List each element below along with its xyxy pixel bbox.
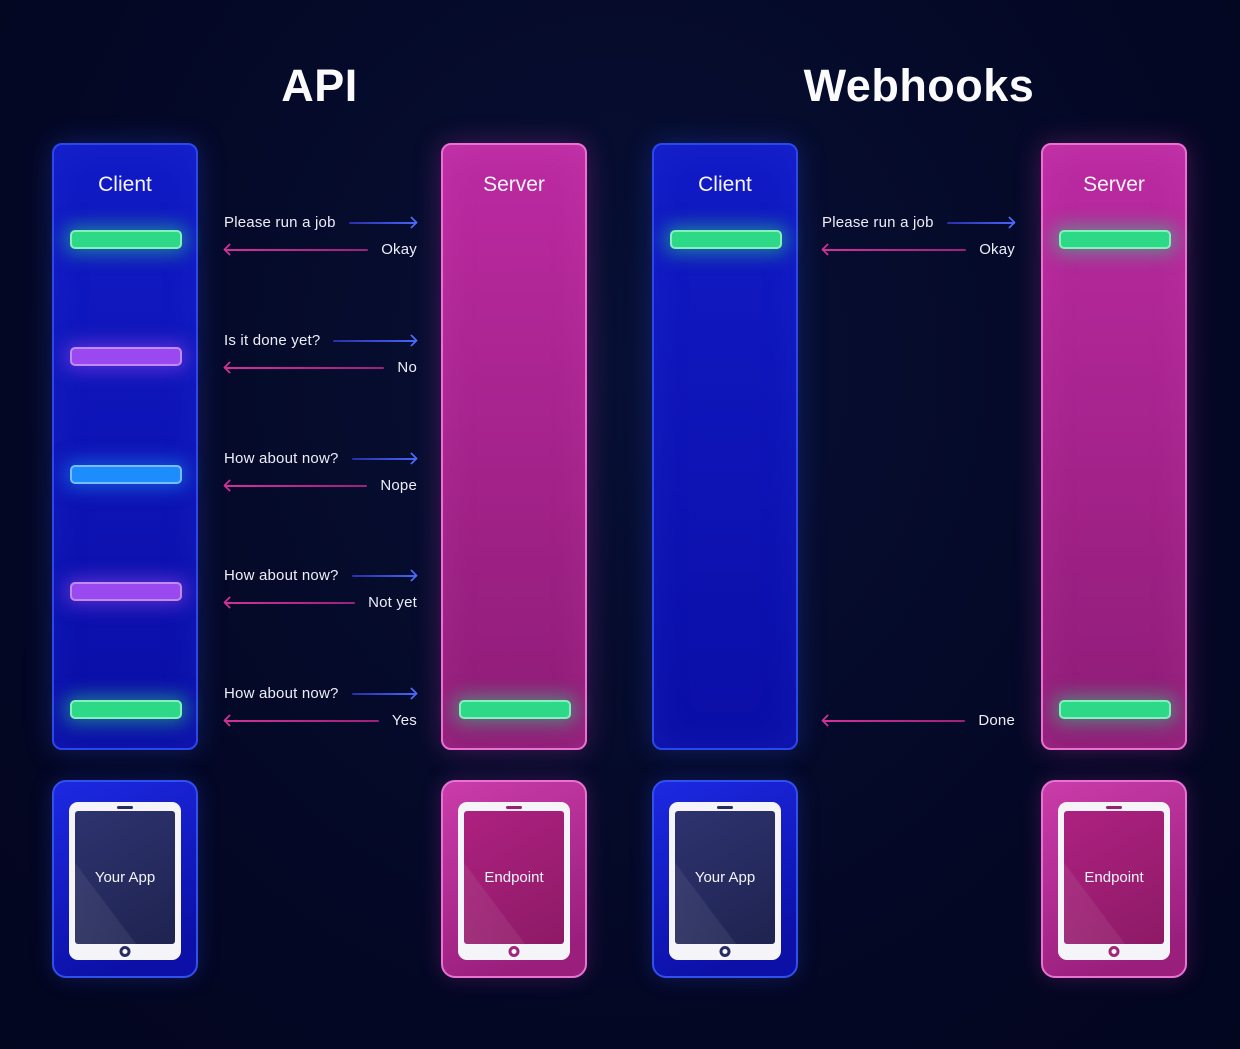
response-line: Okay [224, 236, 417, 263]
server-status-pill [459, 700, 571, 719]
device-screen-label: Endpoint [1084, 868, 1144, 886]
response-text: Yes [391, 712, 417, 729]
client-status-pill [70, 347, 182, 366]
request-text: How about now? [224, 685, 339, 702]
request-line: Is it done yet? [224, 327, 417, 354]
server-status-pill [1059, 700, 1171, 719]
response-text: Okay [381, 241, 417, 258]
response-text: Done [978, 712, 1015, 729]
response-text: Not yet [368, 594, 417, 611]
arrow-right-icon [946, 221, 1015, 224]
client-status-pill [70, 230, 182, 249]
response-line: Nope [224, 472, 417, 499]
server-status-pill [1059, 230, 1171, 249]
response-text: Okay [979, 241, 1015, 258]
webhooks-server-column: Server [1041, 143, 1187, 750]
response-line: Not yet [224, 589, 417, 616]
device-screen: Your App [75, 811, 175, 944]
arrow-left-icon [224, 601, 356, 604]
home-button-icon [119, 946, 131, 957]
response-text: Nope [380, 477, 417, 494]
webhooks-section-title: Webhooks [803, 60, 1035, 111]
device-screen-label: Endpoint [484, 868, 544, 886]
response-line: Done [822, 707, 1015, 734]
request-line: Please run a job [822, 209, 1015, 236]
response-text: No [397, 359, 417, 376]
client-status-pill [70, 465, 182, 484]
api-exchange-2: Is it done yet? No [224, 327, 417, 381]
arrow-right-icon [351, 574, 417, 577]
response-line: Okay [822, 236, 1015, 263]
api-exchange-1: Please run a job Okay [224, 209, 417, 263]
webhooks-exchange-1: Please run a job Okay [822, 209, 1015, 263]
request-text: Is it done yet? [224, 332, 321, 349]
device-screen: Endpoint [464, 811, 564, 944]
arrow-left-icon [224, 719, 379, 722]
device-screen-label: Your App [694, 868, 756, 886]
client-status-pill [70, 700, 182, 719]
arrow-left-icon [822, 248, 967, 251]
arrow-left-icon [822, 719, 966, 722]
webhooks-client-label: Client [698, 173, 752, 196]
speaker-icon [717, 806, 733, 809]
webhooks-client-device: Your App [652, 780, 798, 978]
home-button-icon [1108, 946, 1120, 957]
arrow-right-icon [351, 457, 417, 460]
response-line: Yes [224, 707, 417, 734]
response-line: No [224, 354, 417, 381]
api-section-title: API [281, 60, 358, 111]
webhooks-done-message: Done [822, 707, 1015, 734]
speaker-icon [506, 806, 522, 809]
tablet-frame: Your App [669, 802, 781, 960]
speaker-icon [117, 806, 133, 809]
device-screen-label: Your App [94, 868, 156, 886]
request-text: Please run a job [224, 214, 336, 231]
tablet-frame: Endpoint [458, 802, 570, 960]
arrow-left-icon [224, 366, 385, 369]
request-line: Please run a job [224, 209, 417, 236]
api-exchange-5: How about now? Yes [224, 680, 417, 734]
arrow-right-icon [333, 339, 417, 342]
request-line: How about now? [224, 680, 417, 707]
home-button-icon [508, 946, 520, 957]
api-exchange-3: How about now? Nope [224, 445, 417, 499]
api-server-column: Server [441, 143, 587, 750]
speaker-icon [1106, 806, 1122, 809]
device-screen: Endpoint [1064, 811, 1164, 944]
arrow-right-icon [351, 692, 417, 695]
webhooks-server-label: Server [1083, 173, 1145, 196]
request-line: How about now? [224, 562, 417, 589]
api-server-device: Endpoint [441, 780, 587, 978]
request-line: How about now? [224, 445, 417, 472]
tablet-frame: Endpoint [1058, 802, 1170, 960]
webhooks-client-column: Client [652, 143, 798, 750]
request-text: How about now? [224, 450, 339, 467]
device-screen: Your App [675, 811, 775, 944]
arrow-right-icon [348, 221, 417, 224]
request-text: How about now? [224, 567, 339, 584]
webhooks-server-device: Endpoint [1041, 780, 1187, 978]
api-exchange-4: How about now? Not yet [224, 562, 417, 616]
arrow-left-icon [224, 248, 369, 251]
home-button-icon [719, 946, 731, 957]
client-status-pill [670, 230, 782, 249]
api-server-label: Server [483, 173, 545, 196]
api-client-column: Client [52, 143, 198, 750]
arrow-left-icon [224, 484, 368, 487]
tablet-frame: Your App [69, 802, 181, 960]
api-client-label: Client [98, 173, 152, 196]
client-status-pill [70, 582, 182, 601]
request-text: Please run a job [822, 214, 934, 231]
api-client-device: Your App [52, 780, 198, 978]
